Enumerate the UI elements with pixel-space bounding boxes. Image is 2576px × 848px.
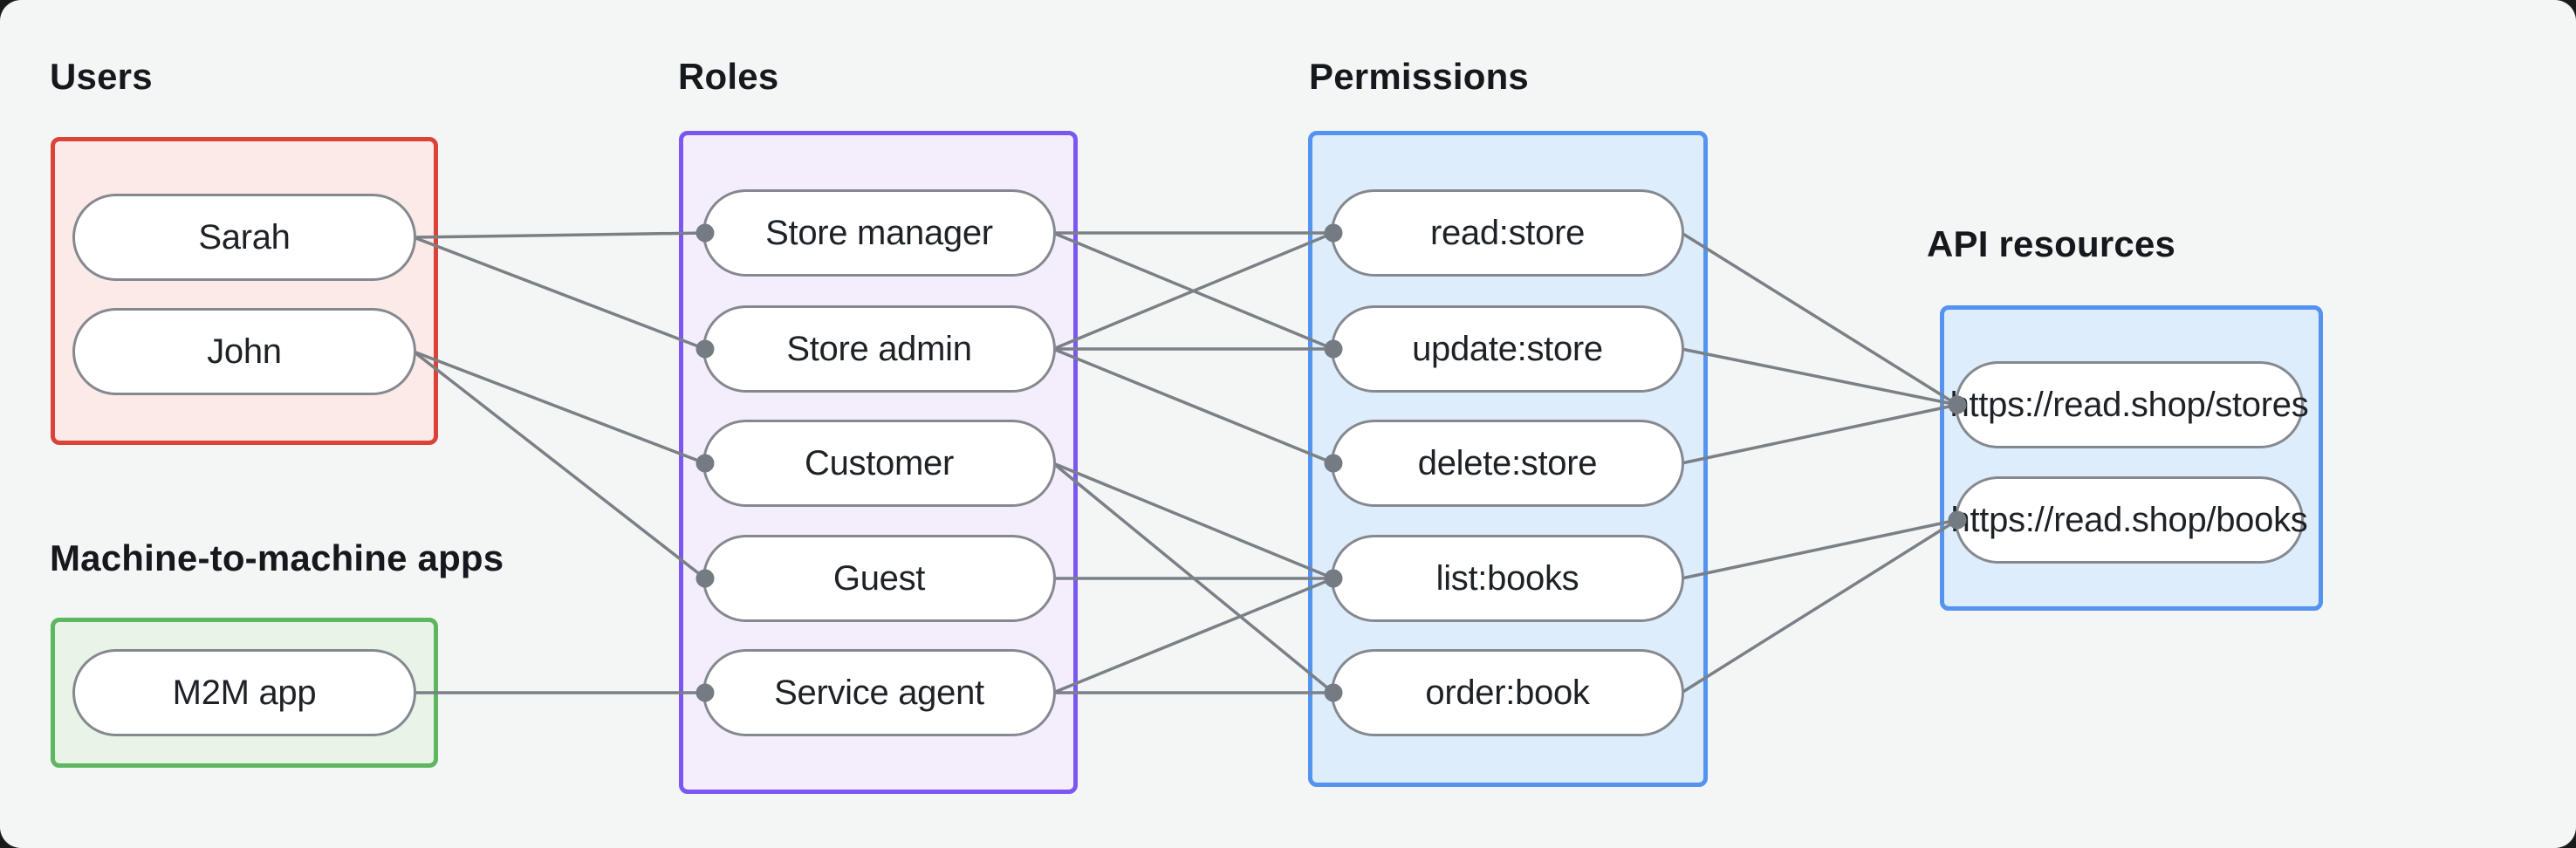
node-service-agent: Service agent [702, 649, 1056, 736]
node-store-manager: Store manager [702, 189, 1056, 277]
node-sarah: Sarah [72, 194, 416, 281]
node-update-store: update:store [1331, 305, 1684, 393]
api-label: API resources [1927, 223, 2176, 264]
node-guest: Guest [702, 535, 1056, 622]
users-label: Users [50, 56, 153, 97]
node-order-book: order:book [1331, 649, 1684, 736]
node-delete-store: delete:store [1331, 420, 1684, 507]
m2m-label: Machine-to-machine apps [50, 537, 504, 578]
node-m2m-app: M2M app [72, 649, 416, 736]
node-customer: Customer [702, 420, 1056, 507]
node-https-read-shop-books: https://read.shop/books [1951, 476, 2308, 564]
node-john: John [72, 308, 416, 395]
node-https-read-shop-stores: https://read.shop/stores [1950, 361, 2309, 448]
node-read-store: read:store [1331, 189, 1684, 277]
node-list-books: list:books [1331, 535, 1684, 622]
permissions-label: Permissions [1309, 56, 1529, 97]
roles-label: Roles [678, 56, 779, 97]
node-store-admin: Store admin [702, 305, 1056, 393]
